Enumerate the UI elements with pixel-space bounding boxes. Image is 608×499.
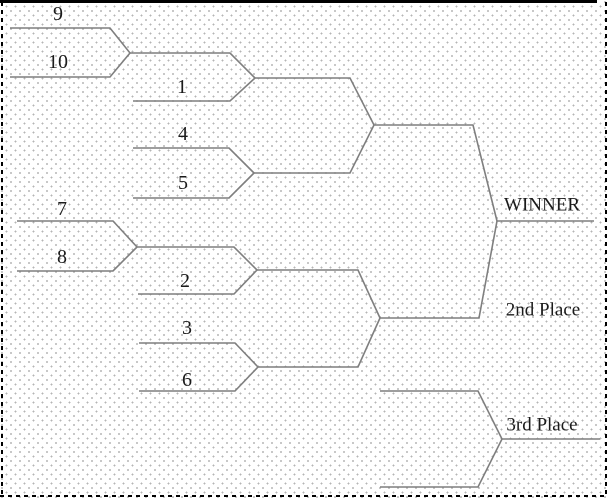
playin-2-winner-line [137,246,258,271]
seed-8-line [17,246,138,272]
seed-1-label: 1 [177,76,187,98]
seed-10-line [10,52,131,78]
canvas-border-left [1,2,3,498]
third-place-bottom-line [380,438,503,488]
winner-label: WINNER [504,194,580,216]
seed-2-line [138,269,258,295]
match-b-winner-line [254,124,375,174]
seed-2-label: 2 [180,270,190,292]
seed-3-label: 3 [182,317,192,339]
seed-6-line [139,366,259,392]
seed-5-line [133,172,255,199]
seed-9-line [10,27,131,54]
seed-6-label: 6 [182,369,192,391]
playin-1-winner-line [130,52,256,79]
seed-1-line [133,77,256,102]
match-d-winner-line [258,317,381,368]
seed-5-label: 5 [178,172,188,194]
seed-4-label: 4 [178,123,188,145]
seed-10-label: 10 [48,51,68,73]
match-c-winner-line [257,269,381,319]
seed-9-label: 9 [53,3,63,25]
semifinal-2-winner-line [380,220,498,319]
second-place-label: 2nd Place [505,299,581,321]
canvas-border-bottom [0,495,606,497]
seed-3-line [139,342,259,368]
semifinal-1-winner-line [374,124,498,222]
seed-7-label: 7 [57,198,67,220]
seed-4-line [133,147,255,174]
third-place-top-line [380,390,503,440]
third-place-label: 3rd Place [506,414,578,436]
seed-7-line [17,220,138,248]
seed-8-label: 8 [57,246,67,268]
canvas-border-top [0,0,597,3]
match-a-winner-line [255,77,375,126]
canvas-border-right [605,2,607,498]
